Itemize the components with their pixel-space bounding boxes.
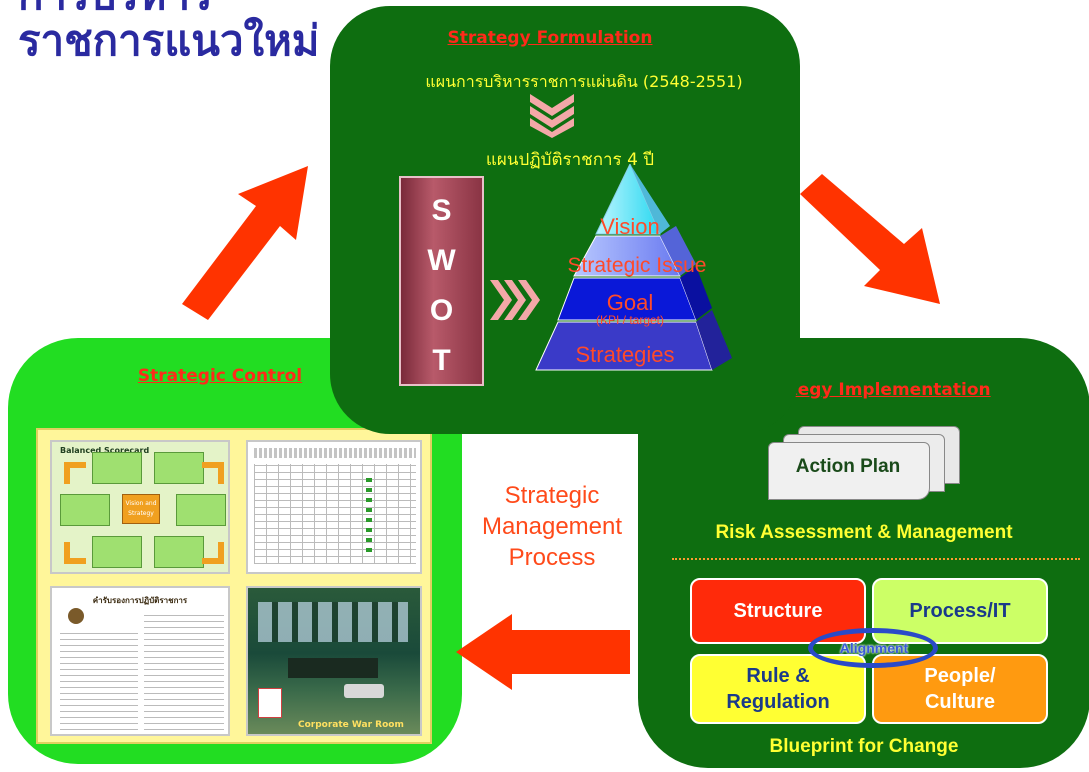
risk-assessment-label: Risk Assessment & Management — [715, 522, 1013, 543]
strategic-control-heading: Strategic Control — [137, 366, 303, 386]
arrow-up-right-icon — [182, 166, 308, 320]
pyramid-goal-kpi: (KPI / target) — [595, 313, 665, 327]
swot-bar: S W O T — [399, 176, 484, 386]
action-plan-stack: Action Plan — [768, 426, 964, 506]
arrow-left-icon — [456, 614, 630, 690]
balanced-scorecard-thumbnail: Balanced Scorecard Vision and Strategy — [50, 440, 230, 574]
center-line-2: Management — [481, 513, 623, 540]
vision-strategy-box: Vision and Strategy — [122, 494, 160, 524]
four-year-plan-label: แผนปฏิบัติราชการ 4 ปี — [485, 150, 655, 170]
strategy-formulation-heading: Strategy Formulation — [447, 28, 653, 48]
war-room-caption: Corporate War Room — [298, 720, 404, 730]
title-line-2: ราชการแนวใหม่ — [18, 16, 320, 65]
chevron-right-icon — [490, 280, 540, 320]
pyramid-vision: Vision — [600, 214, 660, 239]
alignment-cycle-icon — [808, 628, 938, 668]
kpi-table-thumbnail — [246, 440, 422, 574]
performance-agreement-thumbnail: คำรับรองการปฏิบัติราชการ — [50, 586, 230, 736]
national-plan-label: แผนการบริหารราชการแผ่นดิน (2548-2551) — [425, 72, 743, 91]
center-process-label: Strategic Management Process — [462, 480, 642, 573]
rule-regulation-box: Rule & Regulation — [690, 654, 866, 724]
swot-w: W — [427, 244, 456, 277]
swot-s: S — [431, 194, 452, 227]
page-title: การบริหาร ราชการแนวใหม่ — [18, 0, 319, 64]
arrow-down-right-icon — [800, 174, 940, 304]
performance-agreement-title: คำรับรองการปฏิบัติราชการ — [92, 596, 188, 605]
pyramid-strategic-issue: Strategic Issue — [567, 254, 707, 277]
center-line-3: Process — [508, 544, 596, 571]
center-line-1: Strategic — [504, 482, 600, 509]
blueprint-label: Blueprint for Change — [769, 736, 959, 757]
pyramid-strategies: Strategies — [575, 342, 675, 367]
pyramid-goal: Goal — [606, 290, 654, 315]
control-thumbnails-board: Balanced Scorecard Vision and Strategy ค… — [36, 428, 432, 744]
swot-t: T — [432, 344, 451, 377]
action-plan-label: Action Plan — [795, 456, 901, 477]
dotted-divider — [672, 558, 1080, 560]
war-room-thumbnail: Corporate War Room — [246, 586, 422, 736]
strategy-pyramid — [535, 164, 732, 371]
title-line-1: การบริหาร — [18, 0, 319, 18]
swot-o: O — [429, 294, 454, 327]
strategy-implementation-heading: Strategy Implementation — [749, 380, 991, 400]
alignment-label: Alignment — [839, 640, 909, 656]
balanced-scorecard-label: Balanced Scorecard — [60, 446, 150, 455]
chevron-down-icon — [530, 94, 574, 138]
